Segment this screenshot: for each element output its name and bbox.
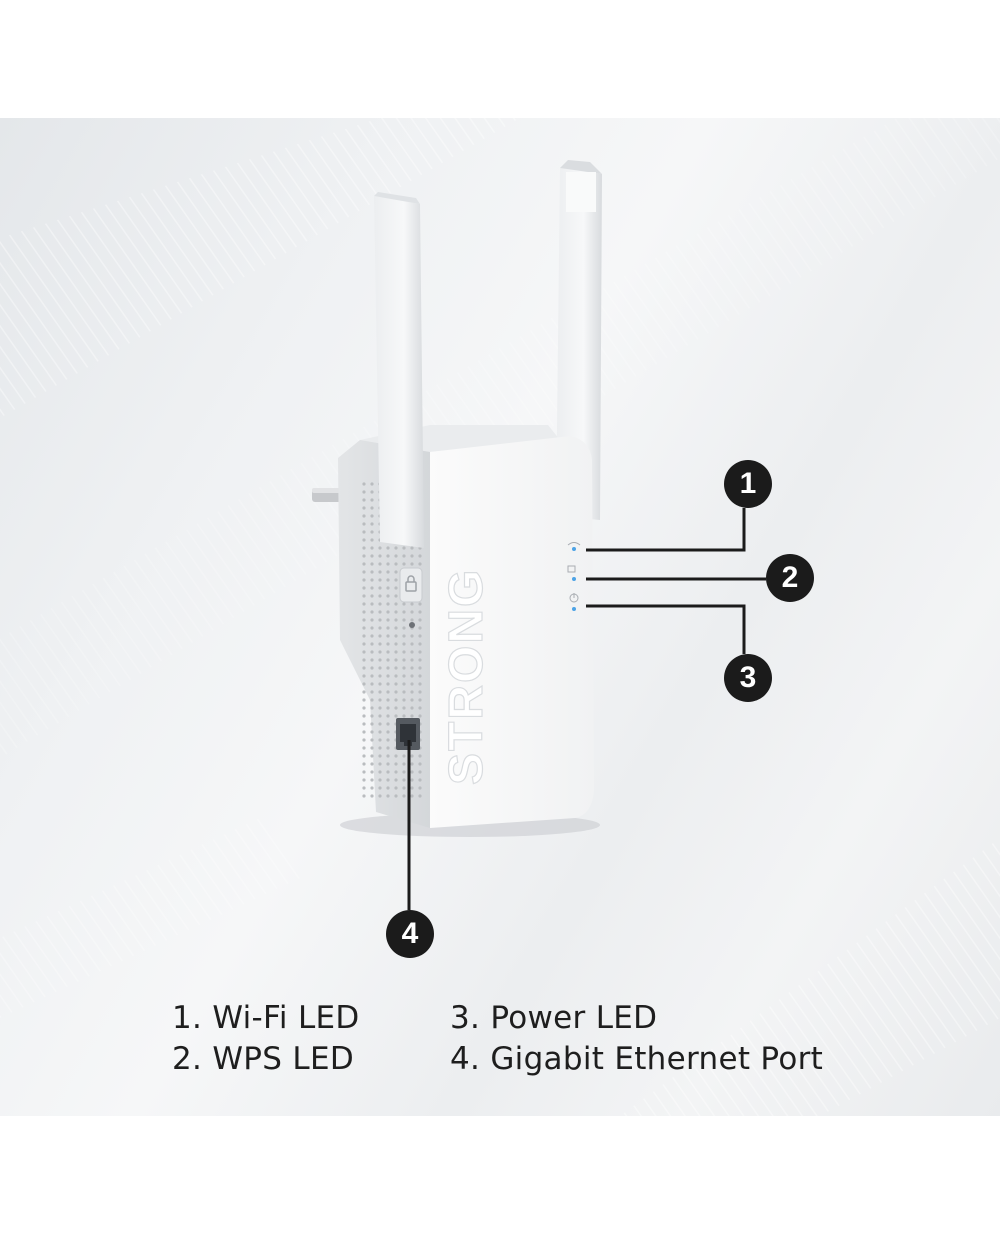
device-logo: STRONG [440,568,493,785]
leader-line-3 [586,604,746,654]
legend-item-ethernet-port: 4. Gigabit Ethernet Port [450,1041,824,1077]
legend-item-power-led: 3. Power LED [450,1000,658,1036]
legend-item-wps-led: 2. WPS LED [172,1041,355,1077]
callout-3: 3 [724,654,772,702]
power-icon [569,593,579,611]
antenna-rear [556,168,602,520]
antenna-front [374,196,424,548]
reset-hole [409,622,415,628]
leader-line-1 [586,508,746,552]
wps-led-icon [567,565,576,581]
callout-1: 1 [724,460,772,508]
callout-2: 2 [766,554,814,602]
callout-4: 4 [386,910,434,958]
wps-button [399,567,423,603]
legend-item-wifi-led: 1. Wi-Fi LED [172,1000,360,1036]
device-front [430,436,594,828]
wifi-led-icon [567,542,581,551]
wps-lock-icon [405,575,417,592]
